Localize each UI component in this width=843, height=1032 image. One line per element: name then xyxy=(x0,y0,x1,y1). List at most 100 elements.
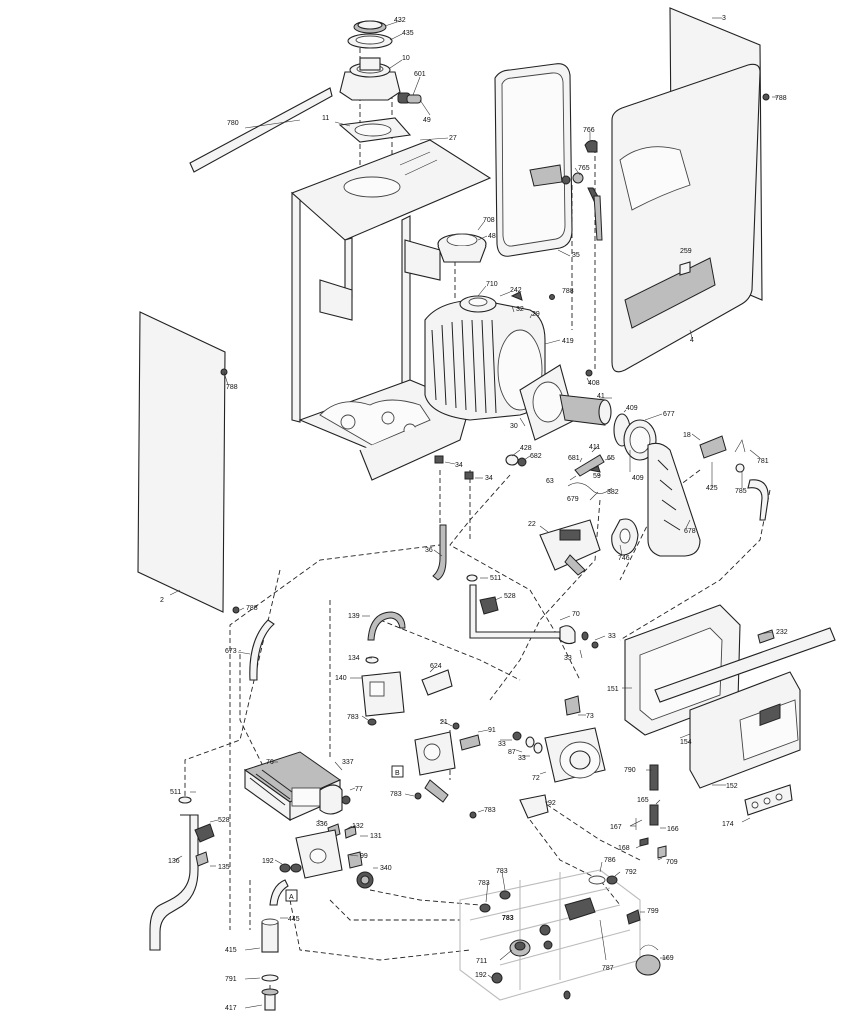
burner-assembly[interactable] xyxy=(519,364,612,441)
label-41: 41 xyxy=(597,393,605,400)
label-192a: 192 xyxy=(262,858,274,865)
valve-fittings-21-91[interactable] xyxy=(452,722,481,751)
clip-34b[interactable] xyxy=(464,471,474,480)
control-box-assembly[interactable] xyxy=(624,604,836,789)
label-787: 787 xyxy=(602,965,614,972)
label-783b: 783 xyxy=(390,791,402,798)
gas-control-module[interactable] xyxy=(539,518,639,576)
label-33a: 33 xyxy=(608,633,616,640)
flexible-hose-139[interactable] xyxy=(367,611,406,641)
label-87: 87 xyxy=(508,749,516,756)
label-63: 63 xyxy=(546,478,554,485)
label-788d: 788 xyxy=(246,605,258,612)
label-799: 799 xyxy=(647,908,659,915)
label-409b: 409 xyxy=(632,475,644,482)
gas-valve-assembly[interactable] xyxy=(361,656,405,726)
label-785: 785 xyxy=(735,488,747,495)
label-432: 432 xyxy=(394,17,406,24)
label-783c: 783 xyxy=(484,807,496,814)
label-168: 168 xyxy=(618,845,630,852)
label-131: 131 xyxy=(370,833,382,840)
callout-label-a: A xyxy=(289,894,294,901)
label-511b: 511 xyxy=(170,789,181,796)
label-4: 4 xyxy=(690,337,694,344)
label-783d: 783 xyxy=(496,868,508,875)
screw-788[interactable] xyxy=(762,93,770,101)
label-36: 36 xyxy=(425,547,433,554)
label-152: 152 xyxy=(726,783,738,790)
label-678: 678 xyxy=(684,528,696,535)
diverter-valve-cluster[interactable] xyxy=(414,731,456,803)
washer-192a[interactable] xyxy=(279,863,291,873)
label-681: 681 xyxy=(568,455,580,462)
label-33d: 33 xyxy=(518,755,526,762)
label-679: 679 xyxy=(567,496,579,503)
label-682: 682 xyxy=(530,453,542,460)
return-pipework[interactable] xyxy=(466,574,599,649)
label-419: 419 xyxy=(562,338,574,345)
label-192b: 192 xyxy=(475,972,487,979)
ignition-electrodes[interactable] xyxy=(505,454,613,494)
circulating-pump[interactable] xyxy=(512,695,606,783)
label-677: 677 xyxy=(663,411,675,418)
label-428: 428 xyxy=(520,445,532,452)
label-601: 601 xyxy=(414,71,426,78)
label-673: 673 xyxy=(225,648,237,655)
label-408: 408 xyxy=(588,380,600,387)
bottom-valves[interactable] xyxy=(479,875,661,1000)
label-711: 711 xyxy=(476,958,487,965)
label-33b: 33 xyxy=(564,655,572,662)
label-788c: 788 xyxy=(226,384,238,391)
label-337: 337 xyxy=(342,759,354,766)
label-166: 166 xyxy=(667,826,679,833)
label-746: 746 xyxy=(618,555,630,562)
terminal-connectors[interactable] xyxy=(629,764,793,859)
label-73: 73 xyxy=(586,713,594,720)
label-135: 135 xyxy=(218,864,230,871)
label-72: 72 xyxy=(532,775,540,782)
pressure-relief-valve-92[interactable] xyxy=(519,794,549,819)
leader-lines xyxy=(169,17,778,1009)
callout-label-b: B xyxy=(395,770,400,777)
label-134: 134 xyxy=(348,655,360,662)
label-77: 77 xyxy=(355,786,363,793)
label-786: 786 xyxy=(604,857,616,864)
label-624: 624 xyxy=(430,663,442,670)
fan-assembly[interactable] xyxy=(437,233,487,263)
pipe-673[interactable] xyxy=(249,619,275,681)
label-417: 417 xyxy=(225,1005,237,1012)
hydraulic-block[interactable] xyxy=(290,829,374,889)
flow-pipe-36[interactable] xyxy=(432,524,447,581)
plate-heat-exchanger[interactable] xyxy=(243,751,343,822)
flow-sensor-assembly[interactable] xyxy=(699,435,769,521)
label-49: 49 xyxy=(423,117,431,124)
label-409a: 409 xyxy=(626,405,638,412)
plate-hex-fittings[interactable] xyxy=(327,792,477,839)
label-708: 708 xyxy=(483,217,495,224)
burner-seal-plate[interactable] xyxy=(613,413,657,461)
label-18: 18 xyxy=(683,432,691,439)
mounting-bracket[interactable] xyxy=(189,87,333,173)
air-intake-silencer[interactable] xyxy=(647,442,701,557)
expansion-vessel[interactable] xyxy=(494,63,573,257)
label-165: 165 xyxy=(637,797,649,804)
filling-loop-assembly[interactable] xyxy=(261,879,289,1011)
label-259: 259 xyxy=(680,248,692,255)
label-140: 140 xyxy=(335,675,347,682)
label-30: 30 xyxy=(510,423,518,430)
gas-valve-cable-624[interactable] xyxy=(421,669,453,696)
label-528b: 528 xyxy=(218,817,230,824)
front-casing-panel[interactable] xyxy=(611,63,761,373)
label-765: 765 xyxy=(578,165,590,172)
cold-water-pipe[interactable] xyxy=(149,796,215,951)
pipe-clip-fittings[interactable] xyxy=(572,140,603,241)
left-side-panel[interactable] xyxy=(137,311,226,613)
flue-adapter-assembly[interactable] xyxy=(339,20,422,104)
label-99: 99 xyxy=(360,853,368,860)
label-35: 35 xyxy=(572,252,580,259)
label-528a: 528 xyxy=(504,593,516,600)
label-34a: 34 xyxy=(455,462,463,469)
label-169: 169 xyxy=(662,955,674,962)
clip-34a[interactable] xyxy=(434,455,444,464)
